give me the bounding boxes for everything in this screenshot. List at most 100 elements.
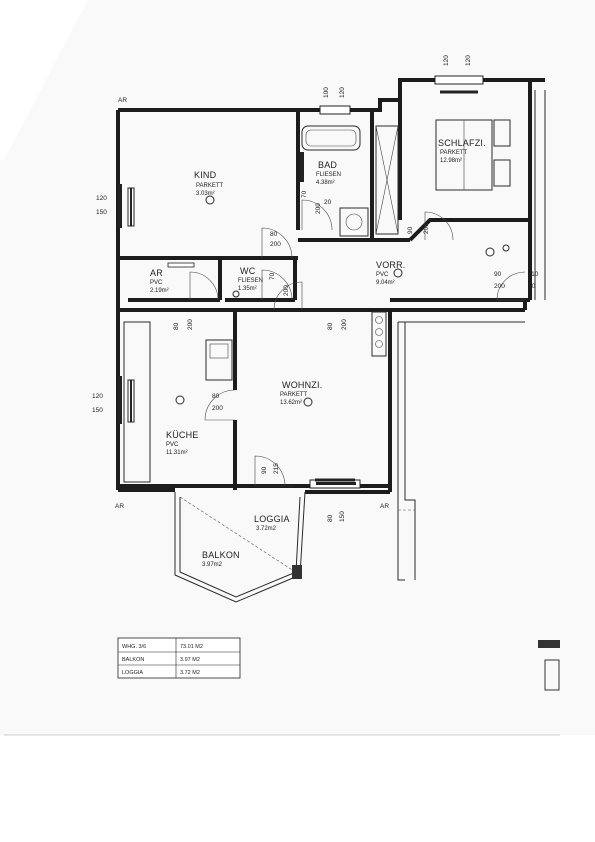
summary-row-2-value: 3.97 M2	[180, 657, 200, 663]
door-wc	[261, 269, 293, 301]
door-vorr	[273, 281, 303, 311]
room-kueche-area: 11.31m²	[166, 450, 188, 456]
dim-bad-window-b: 120	[339, 87, 346, 98]
room-kueche-floor: PVC	[166, 442, 179, 448]
bathtub-inner	[305, 129, 357, 147]
shaft	[375, 125, 399, 235]
washbasin	[339, 207, 369, 237]
door-schlaf-b: 20	[324, 199, 332, 206]
ar-mark-bottom-right: AR	[380, 503, 389, 510]
door-kind-h: 200	[270, 241, 281, 248]
margin-block	[538, 640, 560, 648]
shaft-x2	[375, 125, 399, 235]
window-schlaf	[434, 75, 484, 85]
room-schlafzi-area: 12.98m²	[440, 158, 462, 164]
door-entry-side-b: 70	[528, 283, 536, 290]
dim-loggia-window-a: 80	[327, 514, 334, 522]
room-wohnzi-floor: PARKETT	[280, 392, 308, 398]
door-kind	[261, 227, 293, 259]
door-wc-h: 200	[283, 285, 290, 296]
dim-kind-window-a: 120	[96, 195, 107, 202]
room-wc: WC FLIESEN 1.35m²	[238, 266, 263, 292]
door-loggia-w: 90	[261, 466, 268, 474]
balkon-diagonal	[179, 496, 301, 576]
room-wc-floor: FLIESEN	[238, 278, 263, 284]
door-schlaf-h: 200	[423, 223, 430, 234]
electrical-symbols	[175, 195, 510, 407]
ar-mark-bottom-left: AR	[115, 503, 124, 510]
room-kind-name: KIND	[194, 170, 217, 180]
room-loggia: LOGGIA 3.72m2	[254, 514, 290, 532]
door-ar-h: 200	[187, 319, 194, 330]
room-loggia-name: LOGGIA	[254, 514, 290, 524]
burner-3	[375, 340, 383, 348]
door-schlaf-w: 90	[407, 226, 414, 234]
ar-mark-top: AR	[118, 97, 127, 104]
doors	[189, 199, 526, 487]
light-wc	[232, 290, 240, 298]
room-ar-area: 2.19m²	[150, 288, 169, 294]
kitchen-stove	[205, 339, 233, 381]
light-vorr	[393, 268, 403, 278]
neighbour-structure	[397, 90, 560, 691]
radiator-kind	[118, 184, 122, 228]
bathtub	[301, 125, 361, 151]
summary-row-2-label: BALKON	[122, 657, 144, 663]
room-wohnzi-name: WOHNZI.	[282, 380, 322, 390]
light-kind	[205, 195, 215, 205]
summary-row-1-label: WHG. 3/6	[122, 644, 146, 650]
margin-box	[544, 659, 560, 691]
room-kueche: KÜCHE PVC 11.31m²	[166, 430, 199, 456]
room-bad-area: 4.38m²	[316, 180, 335, 186]
room-loggia-area: 3.72m2	[256, 526, 277, 532]
door-bad-w: 70	[301, 190, 308, 198]
door-kind-w: 80	[270, 231, 278, 238]
burner-1	[375, 316, 383, 324]
summary-row-3-label: LOGGIA	[122, 670, 143, 676]
door-schlaf	[424, 211, 454, 241]
washbasin-bowl	[345, 213, 363, 231]
neighbour-left	[397, 322, 405, 581]
radiator-wohnzi	[316, 482, 356, 485]
door-entry-w: 90	[494, 271, 502, 278]
room-wc-name: WC	[240, 266, 256, 276]
dim-loggia-window-b: 150	[339, 511, 346, 522]
room-kind: KIND PARKETT 3.03m²	[194, 170, 224, 197]
room-ar-floor: PVC	[150, 280, 163, 286]
light-wohnzi	[303, 397, 313, 407]
door-entry	[496, 271, 526, 301]
room-wohnzi-area: 13.62m²	[280, 400, 302, 406]
room-ar: AR PVC 2.19m²	[150, 268, 169, 294]
room-schlafzi-floor: PARKETT	[440, 150, 468, 156]
door-wc-w: 70	[269, 272, 276, 280]
room-balkon-area: 3.97m2	[202, 562, 223, 568]
room-kind-area: 3.03m²	[196, 191, 215, 197]
summary-table: WHG. 3/6 73.01 M2 BALKON 3.97 M2 LOGGIA …	[117, 637, 241, 679]
dim-bad-window-a: 100	[323, 87, 330, 98]
balkon-post	[292, 565, 302, 579]
door-dimensions: 80 200 70 200 90 200 20 70 200 80 200 80…	[173, 190, 539, 474]
door-bad	[301, 199, 333, 231]
vent-ar	[167, 262, 195, 268]
room-balkon-name: BALKON	[202, 550, 240, 560]
door-entry-side-a: 110	[528, 271, 539, 278]
room-wc-area: 1.35m²	[238, 286, 257, 292]
door-loggia	[254, 455, 286, 487]
neighbour-inner	[404, 322, 416, 580]
room-kueche-name: KÜCHE	[166, 430, 199, 440]
door-vorr-w: 80	[327, 322, 334, 330]
dim-kueche-window-b: 150	[92, 407, 103, 414]
window-bad	[319, 105, 351, 115]
summary-row-1-value: 73.01 M2	[180, 644, 203, 650]
room-schlafzi: SCHLAFZI. PARKETT 12.98m²	[438, 138, 486, 164]
light-entry	[485, 247, 495, 257]
light-kueche	[175, 395, 185, 405]
dim-kind-window-b: 150	[96, 209, 107, 216]
room-balkon: BALKON 3.97m2	[202, 550, 240, 568]
balkon-inner	[179, 496, 301, 598]
door-kueche	[204, 389, 236, 421]
kitchen-counter	[123, 321, 151, 483]
fixtures	[118, 119, 511, 485]
bell	[502, 244, 510, 252]
